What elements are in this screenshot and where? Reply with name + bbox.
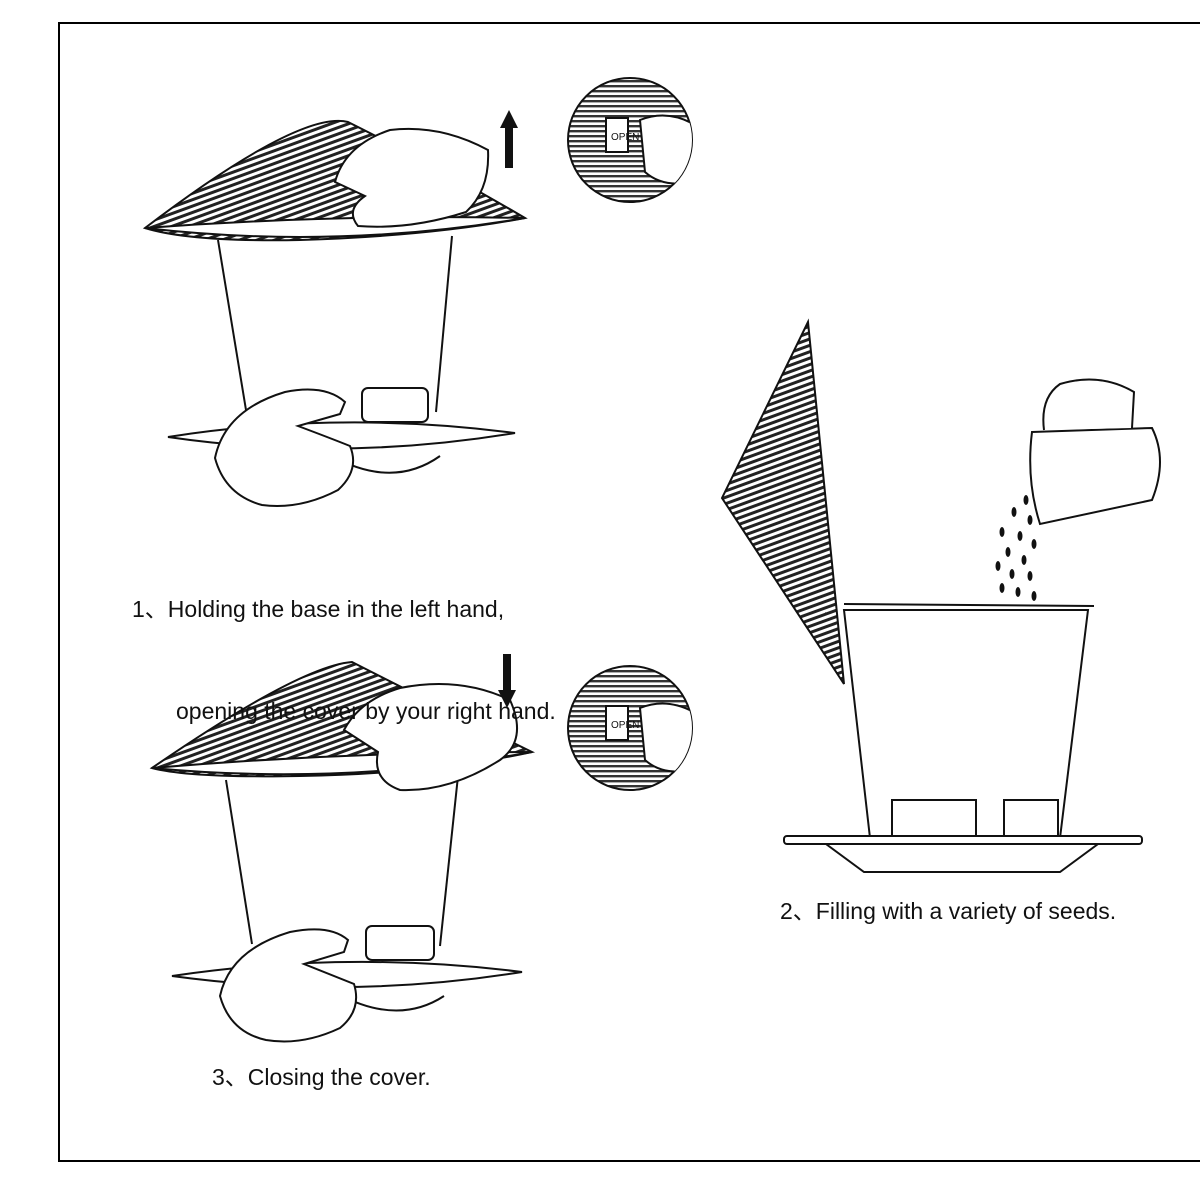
zoom-detail-icon: OPEN bbox=[567, 665, 693, 791]
arrow-down-icon bbox=[498, 654, 516, 708]
instruction-frame bbox=[58, 22, 1200, 1162]
step2-illustration bbox=[720, 318, 1161, 873]
arrow-up-icon bbox=[500, 110, 518, 168]
step1-caption-line2: opening the cover by your right hand. bbox=[176, 698, 556, 724]
step3-caption: 3、Closing the cover. bbox=[212, 1064, 431, 1090]
step3-illustration bbox=[149, 660, 536, 1043]
zoom-detail-icon: OPEN bbox=[567, 77, 693, 203]
svg-text:OPEN: OPEN bbox=[611, 132, 639, 143]
seeds-icon bbox=[995, 495, 1037, 601]
step1-caption-line1: 1、Holding the base in the left hand, bbox=[132, 596, 505, 622]
step1-caption: 1、Holding the base in the left hand, ope… bbox=[132, 524, 556, 762]
step1-illustration bbox=[142, 120, 528, 507]
step2-caption: 2、Filling with a variety of seeds. bbox=[780, 898, 1117, 924]
svg-text:OPEN: OPEN bbox=[611, 720, 639, 731]
